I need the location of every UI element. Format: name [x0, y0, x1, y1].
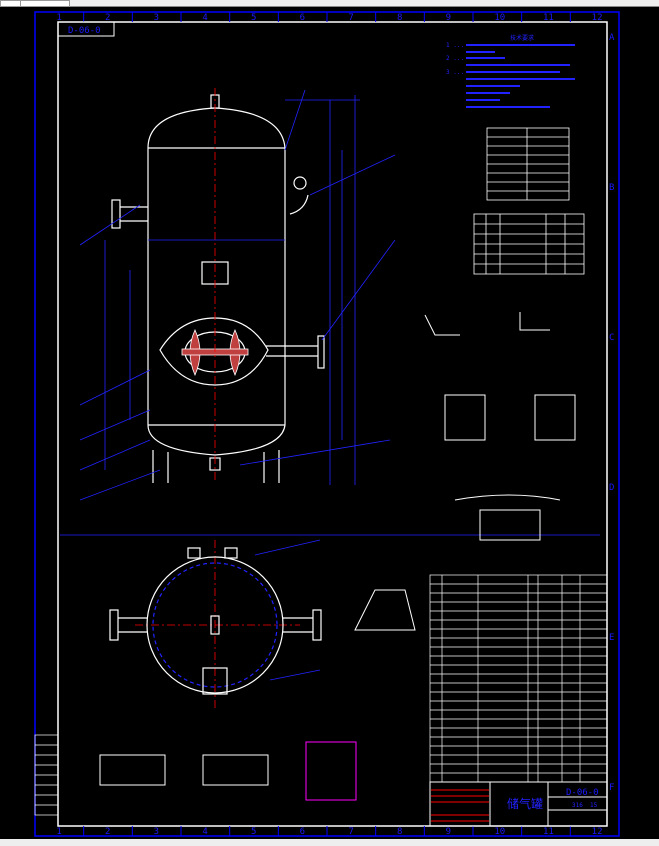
drawing-number-box — [57, 21, 115, 37]
grid-column-label: 12 — [592, 13, 603, 23]
grid-column-label: 4 — [202, 827, 207, 837]
grid-row-label: E — [609, 633, 614, 643]
grid-column-label: 3 — [154, 827, 159, 837]
grid-column-label: 6 — [300, 827, 305, 837]
grid-column-label: 12 — [592, 827, 603, 837]
bottom-strip — [0, 839, 659, 846]
grid-row-label: F — [609, 783, 614, 793]
detail-views — [99, 312, 576, 801]
manway-handles — [181, 329, 249, 377]
grid-column-label: 9 — [446, 827, 451, 837]
grid-column-label: 9 — [446, 13, 451, 23]
grid-column-label: 8 — [397, 827, 402, 837]
grid-column-label: 10 — [494, 13, 505, 23]
note-3: 3 ... — [446, 69, 464, 76]
centerlines — [135, 88, 300, 710]
grid-column-label: 8 — [397, 13, 402, 23]
grid-column-label: 7 — [348, 827, 353, 837]
drawing-number: D-06-0 — [68, 26, 101, 36]
notes-heading: 技术要求 — [510, 34, 534, 42]
note-1: 1 ... — [446, 42, 464, 49]
revision-bar — [34, 734, 59, 816]
grid-column-label: 1 — [56, 827, 61, 837]
dimension-lines — [60, 89, 600, 681]
grid-column-label: 2 — [105, 827, 110, 837]
notes-block — [466, 44, 575, 108]
grid-column-label: 6 — [300, 13, 305, 23]
window-tab[interactable] — [20, 0, 70, 7]
vessel-plan-view — [109, 547, 322, 695]
title-block-value-1: 316 — [572, 802, 583, 809]
nozzle-table — [473, 213, 585, 275]
title-block-number: D-06-0 — [566, 788, 599, 798]
inner-frame — [57, 21, 608, 827]
window-tab[interactable] — [0, 0, 21, 7]
grid-column-label: 5 — [251, 13, 256, 23]
design-data-table — [486, 127, 570, 201]
note-2: 2 ... — [446, 55, 464, 62]
grid-column-label: 5 — [251, 827, 256, 837]
grid-row-label: D — [609, 483, 614, 493]
grid-column-label: 7 — [348, 13, 353, 23]
grid-row-label: C — [609, 333, 614, 343]
grid-column-label: 3 — [154, 13, 159, 23]
grid-column-label: 11 — [543, 827, 554, 837]
title-block-name: 储气罐 — [507, 796, 543, 811]
vessel-elevation — [111, 94, 325, 483]
window-strip — [0, 0, 659, 7]
grid-column-label: 1 — [56, 13, 61, 23]
grid-column-label: 2 — [105, 13, 110, 23]
outer-frame — [34, 11, 620, 837]
grid-column-label: 11 — [543, 13, 554, 23]
grid-row-label: A — [609, 33, 615, 43]
grid-column-label: 4 — [202, 13, 207, 23]
title-block — [429, 781, 608, 827]
grid-row-label: B — [609, 183, 614, 193]
grid-column-label: 10 — [494, 827, 505, 837]
title-block-value-2: 15 — [590, 802, 598, 809]
parts-list — [429, 574, 608, 783]
